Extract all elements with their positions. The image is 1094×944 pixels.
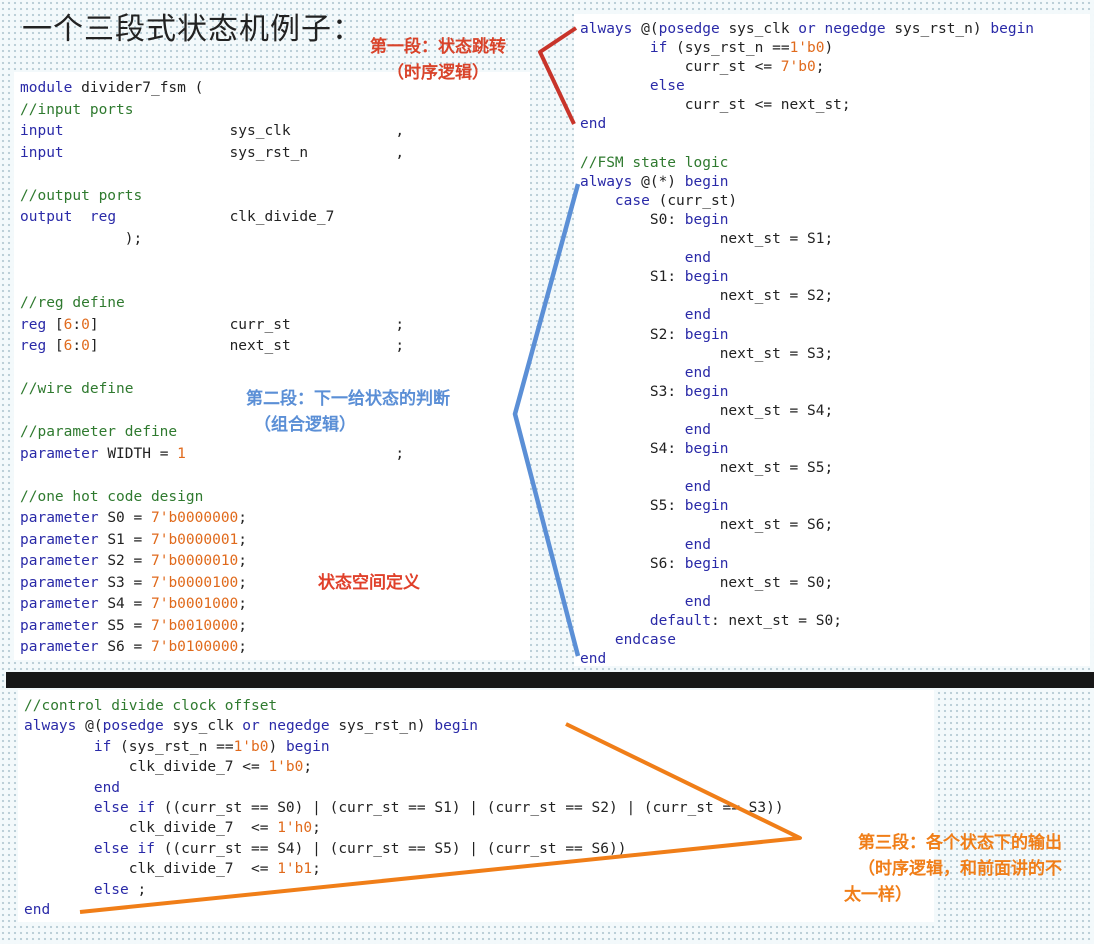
state-logic-code-line: S5: begin	[649, 498, 729, 515]
declaration-code-line: reg [6:0] next_st ;	[20, 338, 405, 354]
state-logic-code-line: curr_st <= 7'b0;	[684, 59, 825, 76]
segment1-arrow	[538, 26, 578, 125]
state-logic-code-line: S3: begin	[649, 383, 729, 400]
state-logic-code-line: always @(posedge sys_clk or negedge sys_…	[580, 21, 1035, 37]
declaration-code-line: );	[20, 230, 143, 247]
segment3-subtitle: （时序逻辑，和前面讲的不	[858, 859, 1062, 879]
declaration-code-line: //reg define	[20, 295, 125, 311]
declaration-code-line: module divider7_fsm (	[20, 80, 204, 96]
output-logic-code-line: end	[24, 901, 51, 918]
state-logic-code-line: next_st = S1;	[719, 231, 834, 248]
output-logic-code-line: end	[93, 779, 121, 796]
segment1-label: 第一段：状态跳转 （时序逻辑）	[370, 34, 506, 86]
segment3-title: 第三段：各个状态下的输出	[858, 833, 1062, 853]
segment3-subtitle-cont: 太一样）	[844, 885, 912, 905]
code-block-state-logic: always @(posedge sys_clk or negedge sys_…	[580, 20, 1034, 669]
state-logic-code-line: next_st = S4;	[719, 402, 834, 419]
segment2-subtitle: （组合逻辑）	[254, 415, 356, 435]
declaration-code-line: //parameter define	[20, 424, 178, 440]
declaration-code-line: parameter WIDTH = 1 ;	[20, 445, 405, 462]
state-logic-code-line: S6: begin	[649, 555, 729, 572]
segment3-arrow	[79, 722, 802, 914]
state-logic-code-line: S4: begin	[649, 441, 729, 458]
state-logic-code-line: end	[684, 479, 711, 496]
state-logic-code-line: end	[684, 421, 711, 438]
state-logic-code-line: else	[649, 78, 685, 95]
state-logic-code-line: S0: begin	[649, 211, 729, 228]
output-logic-code-line: clk_divide_7 <= 1'b0;	[128, 759, 313, 776]
output-logic-code-line: else ;	[93, 881, 147, 898]
segment1-subtitle: （时序逻辑）	[387, 63, 489, 83]
output-logic-code-line: clk_divide_7 <= 1'h0;	[128, 820, 321, 837]
declaration-code-line: parameter S5 = 7'b0010000;	[20, 617, 248, 634]
segment2-label: 第二段：下一给状态的判断 （组合逻辑）	[246, 386, 450, 438]
state-logic-code-line: S2: begin	[649, 326, 729, 343]
page-title: 一个三段式状态机例子：	[22, 12, 363, 47]
declaration-code-line: input sys_rst_n ,	[20, 144, 405, 161]
state-logic-code-line: end	[684, 250, 711, 267]
state-logic-code-line: next_st = S6;	[719, 517, 834, 534]
segment3-label: 第三段：各个状态下的输出 （时序逻辑，和前面讲的不 太一样）	[830, 830, 1090, 908]
divider-bar	[6, 672, 1094, 688]
code-panel-output-logic: //control divide clock offset always @(po…	[18, 690, 934, 922]
output-logic-code-line: clk_divide_7 <= 1'b1;	[128, 861, 321, 878]
segment1-title: 第一段：状态跳转	[370, 37, 506, 57]
state-logic-code-line: end	[684, 364, 711, 381]
output-logic-code-line: else if ((curr_st == S4) | (curr_st == S…	[93, 840, 627, 857]
state-logic-code-line: next_st = S3;	[719, 345, 834, 362]
state-logic-code-line: case (curr_st)	[614, 192, 738, 209]
code-panel-declarations: module divider7_fsm ( //input ports input …	[14, 72, 530, 660]
declaration-code-line: parameter S6 = 7'b0100000;	[20, 639, 248, 655]
declaration-code-line: output reg clk_divide_7	[20, 209, 335, 225]
segment2-bracket	[512, 183, 581, 657]
declaration-code-line: parameter S4 = 7'b0001000;	[20, 596, 248, 612]
output-logic-code-line: always @(posedge sys_clk or negedge sys_…	[24, 718, 479, 735]
output-logic-code-line: if (sys_rst_n ==1'b0) begin	[93, 738, 330, 755]
state-logic-code-line: next_st = S2;	[719, 288, 834, 305]
state-logic-code-line: end	[684, 593, 711, 610]
state-logic-code-line: if (sys_rst_n ==1'b0)	[649, 40, 834, 57]
declaration-code-line: //wire define	[20, 381, 134, 397]
declaration-code-line: parameter S2 = 7'b0000010;	[20, 553, 248, 569]
state-logic-code-line: end	[580, 116, 607, 133]
code-panel-state-logic: always @(posedge sys_clk or negedge sys_…	[574, 14, 1090, 669]
state-logic-code-line: always @(*) begin	[580, 173, 729, 190]
code-block-declarations: module divider7_fsm ( //input ports input …	[20, 78, 404, 659]
state-logic-code-line: S1: begin	[649, 269, 729, 286]
declaration-code-line: parameter S3 = 7'b0000100;	[20, 574, 248, 591]
state-logic-code-line: end	[684, 307, 711, 324]
code-block-output-logic: //control divide clock offset always @(po…	[24, 696, 784, 920]
state-logic-code-line: curr_st <= next_st;	[684, 97, 851, 114]
declaration-code-line: //input ports	[20, 101, 134, 118]
state-logic-code-line: end	[580, 651, 607, 668]
output-logic-code-line: else if ((curr_st == S0) | (curr_st == S…	[93, 799, 784, 816]
declaration-code-line: //output ports	[20, 187, 143, 204]
declaration-code-line: parameter S0 = 7'b0000000;	[20, 510, 248, 526]
declaration-code-line: input sys_clk ,	[20, 123, 405, 139]
state-logic-code-line: next_st = S5;	[719, 460, 834, 477]
output-logic-code-line: //control divide clock offset	[24, 698, 278, 714]
state-logic-code-line: //FSM state logic	[580, 154, 729, 171]
declaration-code-line: reg [6:0] curr_st ;	[20, 316, 405, 333]
state-space-label: 状态空间定义	[318, 573, 420, 593]
state-logic-code-line: end	[684, 536, 711, 553]
segment2-title: 第二段：下一给状态的判断	[246, 389, 450, 409]
state-logic-code-line: next_st = S0;	[719, 574, 834, 591]
state-logic-code-line: default: next_st = S0;	[649, 612, 842, 629]
state-logic-code-line: endcase	[614, 632, 677, 648]
declaration-code-line: //one hot code design	[20, 488, 204, 505]
declaration-code-line: parameter S1 = 7'b0000001;	[20, 531, 248, 548]
